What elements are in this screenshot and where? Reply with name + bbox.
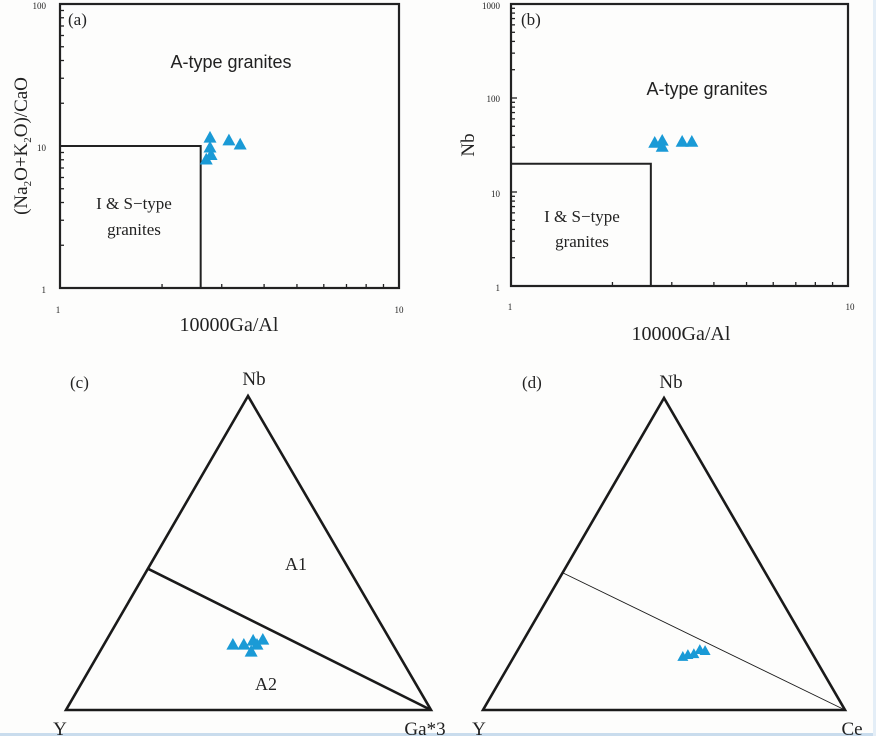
data-point-triangle <box>226 637 240 650</box>
ylabel-subscript: 2 <box>22 181 34 187</box>
panel-b-region-granites: granites <box>555 232 609 251</box>
panel-d: (d) Nb Y Ce <box>472 372 862 736</box>
ylabel-part: (Na <box>11 186 32 215</box>
data-point-triangle <box>222 133 236 146</box>
panel-a: (a) A-type granites I & S−type granites … <box>11 1 404 336</box>
ylabel-part: O)/CaO <box>11 77 32 137</box>
panel-a-label: (a) <box>68 10 87 29</box>
x-tick-label: 1 <box>56 305 61 315</box>
apex-label-right: Ce <box>841 719 862 736</box>
data-point-triangle <box>675 135 689 147</box>
y-tick-label: 1 <box>496 283 501 293</box>
data-point-triangle <box>699 645 711 655</box>
panel-b-label: (b) <box>521 10 541 29</box>
panel-b-ylabel: Nb <box>458 133 479 156</box>
ylabel-part: O+K <box>11 142 32 180</box>
field-boundary-line <box>60 145 202 288</box>
field-boundary-line <box>511 162 652 286</box>
ternary-triangle <box>480 395 848 712</box>
y-tick-label: 10 <box>491 189 501 199</box>
x-tick-label: 10 <box>395 305 405 315</box>
plot-frame <box>509 2 850 288</box>
panel-c-label: (c) <box>70 373 89 392</box>
panel-a-xlabel: 10000Ga/Al <box>180 314 279 336</box>
frame-bottom-edge <box>0 733 876 736</box>
ylabel-subscript: 2 <box>22 137 34 143</box>
data-point-triangle <box>244 644 258 657</box>
panel-b-xlabel: 10000Ga/Al <box>632 323 731 345</box>
data-point-triangle <box>655 139 669 152</box>
apex-label-left: Y <box>53 719 67 736</box>
data-point-triangle <box>256 632 270 645</box>
y-tick-label: 100 <box>487 94 501 104</box>
panel-b-region-a-type: A-type granites <box>646 79 767 99</box>
panel-d-label: (d) <box>522 373 542 392</box>
apex-label-top: Nb <box>242 369 265 390</box>
y-tick-label: 1 <box>42 285 47 295</box>
y-tick-label: 10 <box>37 143 47 153</box>
x-tick-label: 1 <box>508 302 513 312</box>
data-point-triangle <box>250 637 264 650</box>
data-point-triangle <box>685 135 699 147</box>
panel-a-region-is-type: I & S−type <box>96 194 172 213</box>
data-point-triangle <box>203 140 217 153</box>
frame-right-edge <box>873 0 876 736</box>
ternary-divider-line <box>147 567 432 712</box>
ternary-divider-line <box>562 572 846 711</box>
region-label-a2: A2 <box>255 674 277 694</box>
data-point-triangle <box>237 637 251 650</box>
x-tick-label: 10 <box>846 302 856 312</box>
y-tick-label: 1000 <box>482 1 501 11</box>
panel-b-region-is-type: I & S−type <box>544 207 620 226</box>
ternary-triangle <box>63 393 434 712</box>
apex-label-left: Y <box>472 719 486 736</box>
y-tick-label: 100 <box>33 1 47 11</box>
data-point-triangle <box>203 130 217 143</box>
panel-a-ylabel: (Na2O+K2O)/CaO <box>11 77 34 215</box>
panel-c: (c) Nb Y Ga*3 A1 A2 <box>53 369 445 736</box>
panel-a-region-a-type: A-type granites <box>170 52 291 72</box>
apex-label-right: Ga*3 <box>404 719 445 736</box>
panel-b: (b) A-type granites I & S−type granites … <box>458 1 855 345</box>
data-point-triangle <box>655 133 669 146</box>
data-point-triangle <box>199 152 213 165</box>
data-point-triangle <box>233 137 247 150</box>
region-label-a1: A1 <box>285 554 307 574</box>
data-point-triangle <box>688 648 700 659</box>
panel-a-region-granites: granites <box>107 220 161 239</box>
apex-label-top: Nb <box>659 372 682 393</box>
